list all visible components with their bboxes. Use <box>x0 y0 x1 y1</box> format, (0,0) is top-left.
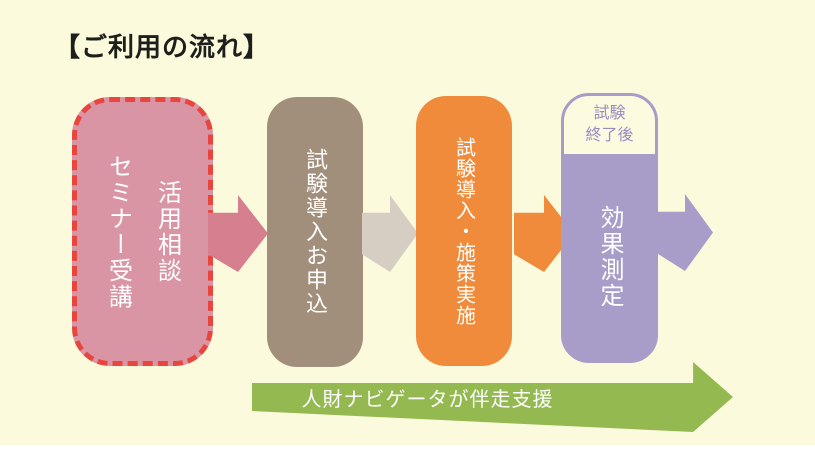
page-title: 【ご利用の流れ】 <box>54 32 271 62</box>
support-banner-label: 人財ナビゲータが伴走支援 <box>301 388 554 411</box>
step-implement-box: 試験導入・施策実施 <box>416 96 512 366</box>
step-measure-text: 効果測定 <box>596 205 623 309</box>
step-measure-body: 効果測定 <box>564 154 655 360</box>
step-seminar-line2: セミナー受講 <box>104 153 132 310</box>
badge-test-end: 試験 終了後 <box>564 96 655 154</box>
step-apply-box: 試験導入お申込 <box>267 97 363 367</box>
badge-test-end-line2: 終了後 <box>585 127 634 144</box>
step-apply-text: 試験導入お申込 <box>303 148 328 316</box>
step-seminar-box: 活用相談 セミナー受講 <box>72 97 213 366</box>
flow-arrow-1-icon <box>208 195 268 272</box>
step-seminar-line1: 活用相談 <box>153 179 181 284</box>
step-measure-label: 効果測定 <box>564 154 655 360</box>
step-measure-box: 試験 終了後 効果測定 <box>561 93 658 363</box>
step-implement-label: 試験導入・施策実施 <box>416 96 512 366</box>
step-seminar-label: 活用相談 セミナー受講 <box>77 102 208 361</box>
flow-arrow-2-icon <box>362 195 418 272</box>
step-apply-label: 試験導入お申込 <box>267 97 363 367</box>
flow-arrow-4-icon <box>657 194 713 271</box>
support-banner-arrow: 人財ナビゲータが伴走支援 <box>252 362 733 432</box>
step-implement-text: 試験導入・施策実施 <box>452 136 475 326</box>
bottom-white-strip <box>0 445 815 450</box>
badge-test-end-line1: 試験 <box>593 105 626 123</box>
